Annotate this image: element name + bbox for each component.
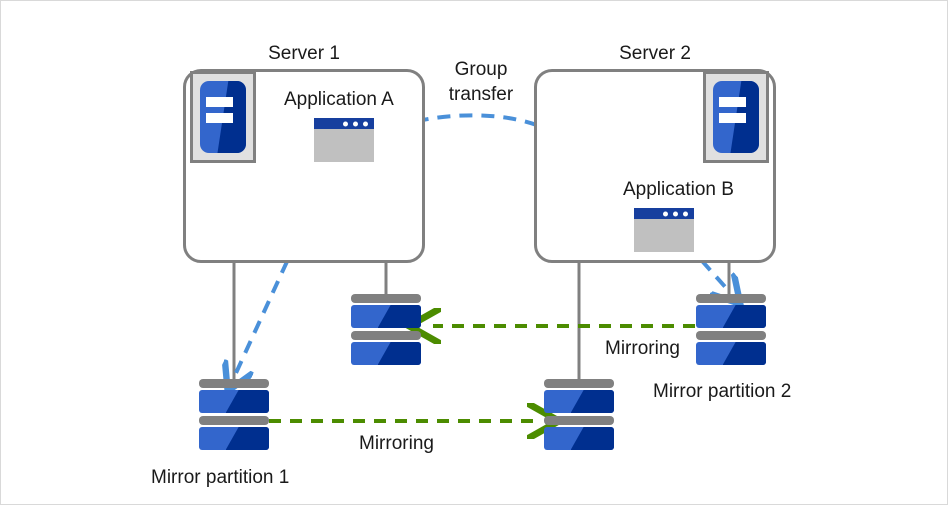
mirror-partition-2-label: Mirror partition 2: [653, 381, 792, 402]
server-1-machine-icon: [190, 71, 256, 163]
group-transfer-label-line1: Group: [454, 59, 508, 80]
application-b-label: Application B: [623, 179, 734, 200]
application-a-label: Application A: [284, 89, 394, 110]
server-1-title: Server 1: [268, 43, 340, 64]
application-b-window-icon[interactable]: [634, 208, 694, 252]
disk-server1-right[interactable]: [351, 294, 421, 365]
server-2-title: Server 2: [619, 43, 691, 64]
app-a-to-mirror-partition-1-arrow: [236, 160, 335, 373]
server-1-box[interactable]: [183, 69, 425, 263]
mirror-partition-1-label: Mirror partition 1: [151, 467, 290, 488]
application-a-window-icon[interactable]: [314, 118, 374, 162]
mirroring-lower-label: Mirroring: [359, 433, 434, 454]
mirror-partition-1-disk[interactable]: [199, 379, 269, 450]
disk-server2-left[interactable]: [544, 379, 614, 450]
mirroring-upper-label: Mirroring: [605, 338, 680, 359]
server-2-machine-icon: [703, 71, 769, 163]
group-transfer-label-line2: transfer: [448, 84, 514, 105]
mirror-partition-2-disk[interactable]: [696, 294, 766, 365]
